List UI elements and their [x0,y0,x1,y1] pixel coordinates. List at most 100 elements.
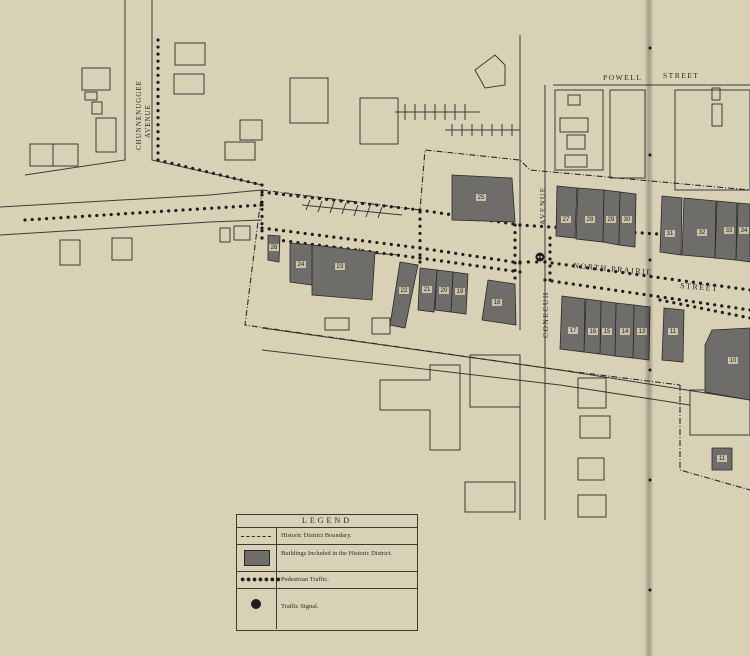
building-number-box [492,299,502,306]
building-number-label: 28 [587,217,594,223]
parking-lot [395,104,480,120]
outline-building [379,364,461,451]
pedestrian-dot [548,236,552,240]
pedestrian-dot [217,206,221,210]
pedestrian-dot [461,262,465,266]
pedestrian-dot [656,294,660,299]
pedestrian-dot [432,248,436,252]
legend-row-boundary: Historic District Boundary. [237,528,417,545]
pedestrian-dot [346,200,350,204]
outline-building [324,317,350,331]
pedestrian-dot [418,210,422,214]
building-number-label: 13 [639,329,646,335]
outline-building [567,94,581,106]
page-fold [645,0,653,656]
pedestrian-dot [138,211,142,215]
pedestrian-dot [346,237,350,241]
pedestrian-dot [281,229,286,233]
pedestrian-dot [513,253,517,257]
pedestrian-dot [310,196,314,200]
pedestrian-dot [267,191,271,195]
pedestrian-dot [156,101,160,106]
pedestrian-dot [274,228,278,232]
pedestrian-dot [525,223,529,228]
pedestrian-dot [204,170,209,174]
boundary-symbol-icon [241,536,271,537]
pedestrian-dot [698,301,703,305]
parking-lot [445,124,520,136]
outline-building [566,134,586,150]
pedestrian-dot [281,239,286,243]
pedestrian-dot [382,204,386,208]
pedestrian-dot [239,178,243,182]
legend-text-signal: Traffic Signal. [281,603,319,610]
building-number-box [455,288,465,295]
pedestrian-dot [640,231,644,235]
pedestrian-dot [727,312,731,316]
pedestrian-dot [518,270,522,274]
pedestrian-dot [260,207,264,211]
historic-building-23 [311,244,376,301]
pedestrian-dot [332,198,336,202]
building-number-label: 23 [337,264,344,270]
outline-building [233,225,251,241]
pedestrian-dot [260,200,264,204]
building-number-box [739,227,749,234]
pedestrian-dot [253,203,257,208]
street-line [151,0,263,186]
pedestrian-dot [548,257,552,261]
street-label-north-prairie: NORTH PRAIRIE [573,261,653,277]
pedestrian-dot [670,297,674,301]
pedestrian-dot [684,279,688,283]
street-label-conecuh: CONECUH [541,291,550,338]
street-line [24,0,126,176]
pedestrian-dot [592,267,597,271]
pedestrian-dot [592,285,597,289]
binding-hole [648,588,652,592]
pedestrian-dot [375,250,379,255]
pedestrian-dot [535,260,539,264]
legend-row-buildings: Buildings Included in the Historic Distr… [237,545,417,572]
building-number-label: 31 [667,231,674,237]
pedestrian-dot [670,277,674,281]
pedestrian-dot [432,210,436,214]
pedestrian-dot [532,224,536,228]
pedestrian-dot [382,251,386,256]
pedestrian-dot [156,38,160,42]
pedestrian-dot [418,256,422,260]
pedestrian-dot [303,231,307,236]
outline-building [95,117,117,153]
pedestrian-dot [468,253,472,258]
pedestrian-dot [181,208,185,212]
building-number-box [422,286,432,293]
pedestrian-dot [513,238,517,242]
pedestrian-dot [425,257,429,261]
pedestrian-dot [404,254,408,258]
pedestrian-dot [260,226,264,230]
pedestrian-dot [260,193,264,197]
pedestrian-dot [156,130,160,134]
outline-building [59,239,81,266]
pedestrian-dot [504,259,508,263]
pedestrian-dot [238,204,243,208]
street-line [261,349,691,406]
building-number-box [717,455,727,462]
pedestrian-dot [547,225,551,229]
pedestrian-dot [489,257,494,261]
pedestrian-dot [418,224,422,228]
pedestrian-dot [504,268,508,272]
legend-row-signal: Traffic Signal. [237,589,417,629]
building-number-box [697,229,707,236]
pedestrian-dot [260,190,264,194]
pedestrian-dot [44,217,49,221]
pedestrian-dot [296,230,300,235]
outline-building [371,317,391,335]
pedestrian-dot [482,265,486,269]
building-symbol-icon [244,550,270,566]
pedestrian-dot [174,208,178,213]
pedestrian-dot [720,304,724,308]
outline-building [577,457,605,481]
outline-building [359,97,399,145]
pedestrian-dot [156,144,160,148]
